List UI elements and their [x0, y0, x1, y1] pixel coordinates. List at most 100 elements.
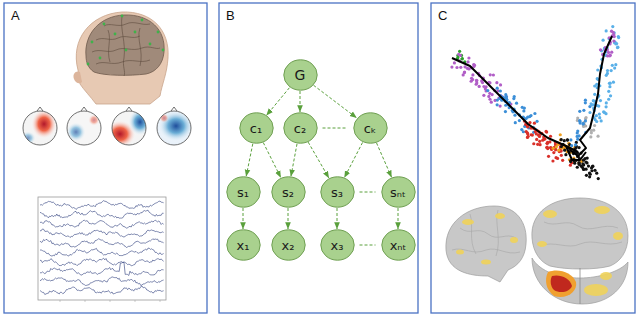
node-ellipse [283, 60, 316, 90]
scatter-point [595, 120, 598, 123]
scatter-point [588, 171, 591, 174]
graph-node: c₂ [283, 112, 318, 144]
node-ellipse [271, 230, 304, 260]
scatter-point [607, 98, 610, 101]
connector [360, 192, 376, 193]
scatter-point [544, 130, 547, 133]
connector [313, 85, 356, 118]
scatter-point [457, 53, 460, 56]
scatter-point [538, 140, 541, 143]
node-ellipse [239, 113, 272, 143]
node-label: x₁ [237, 239, 250, 252]
graph-node: s₃ [320, 176, 355, 208]
scatter-point [535, 138, 538, 141]
panel-label: C [438, 8, 447, 23]
scatter-point [504, 110, 507, 113]
node-label: x₂ [282, 239, 295, 252]
scatter-point [546, 146, 549, 149]
panel-frame [4, 3, 207, 313]
panel-label: B [226, 8, 235, 23]
scatter-point [611, 64, 614, 67]
connector [344, 142, 362, 177]
scatter-point [616, 46, 619, 49]
scatter-point [590, 169, 593, 172]
scatter-point [564, 153, 567, 156]
panel-frame [219, 3, 418, 313]
scatter-point [552, 147, 555, 150]
scatter-point [585, 174, 588, 177]
scatter-point [486, 89, 489, 92]
scatter-point [545, 142, 548, 145]
scatter-point [563, 139, 566, 142]
scatter-point [578, 110, 581, 113]
scatter-point [576, 166, 579, 169]
node-label: c₁ [250, 122, 262, 135]
scatter-point [545, 146, 548, 149]
scatter-point [496, 87, 499, 90]
scatter-plot [450, 25, 620, 180]
scatter-point [608, 54, 611, 57]
scatter-point [466, 60, 469, 63]
scatter-point [602, 39, 605, 42]
scatter-point [471, 73, 474, 76]
scatter-point [584, 160, 587, 163]
scatter-point [593, 93, 596, 96]
eeg-trace [40, 229, 164, 238]
scatter-point [528, 115, 531, 118]
scatter-point [589, 135, 592, 138]
scatter-point [569, 138, 572, 141]
connector [360, 245, 376, 246]
connector [263, 143, 280, 178]
scatter-point [532, 142, 535, 145]
node-label: cₖ [364, 122, 377, 135]
scatter-point [605, 105, 608, 108]
scatter-point [520, 128, 523, 131]
connector [288, 208, 289, 229]
scatter-point [552, 151, 555, 154]
scatter-point [492, 73, 495, 76]
eeg-trace [40, 258, 164, 265]
scatter-point [545, 130, 548, 133]
scatter-point [606, 69, 609, 72]
scatter-point [605, 74, 608, 77]
scatter-point [605, 101, 608, 104]
scatter-point [573, 162, 576, 165]
node-ellipse [226, 177, 259, 207]
scatter-point [584, 99, 587, 102]
graph-node: x₁ [226, 229, 261, 261]
graph-node: x₂ [271, 229, 306, 261]
scatter-point [609, 54, 612, 57]
node-ellipse [283, 113, 316, 143]
scatter-point [559, 138, 562, 141]
scatter-point [599, 48, 602, 51]
scatter-point [467, 56, 470, 59]
scatter-point [533, 122, 536, 125]
eeg-trace [40, 286, 164, 295]
scatter-point [582, 122, 585, 125]
scatter-point [596, 135, 599, 138]
scatter-point [450, 65, 453, 68]
scatter-point [570, 144, 573, 147]
connector [398, 208, 399, 229]
scatter-point [596, 68, 599, 71]
eeg-trace [40, 210, 164, 218]
node-ellipse [320, 230, 353, 260]
node-label: s₂ [282, 186, 294, 199]
topomap [20, 107, 194, 148]
scatter-point [560, 154, 563, 157]
scatter-point [533, 112, 536, 115]
scatter-point [563, 149, 566, 152]
scatter-point [612, 33, 615, 36]
scatter-point [576, 116, 579, 119]
node-label: s₁ [237, 186, 249, 199]
scatter-point [576, 135, 579, 138]
scatter-point [522, 109, 525, 112]
scatter-point [459, 66, 462, 69]
scatter-point [595, 172, 598, 175]
graph-node: c₁ [239, 112, 274, 144]
scatter-point [569, 164, 572, 167]
scatter-point [527, 135, 530, 138]
scatter-point [488, 98, 491, 101]
